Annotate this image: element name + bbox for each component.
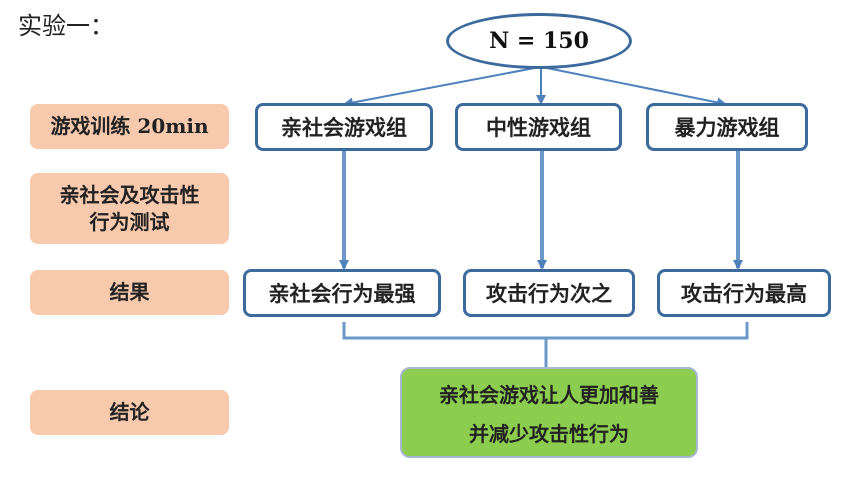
result-neutral: 攻击行为次之 — [463, 269, 635, 317]
result-prosocial: 亲社会行为最强 — [243, 269, 441, 317]
result-label: 攻击行为最高 — [681, 281, 807, 306]
group-label: 暴力游戏组 — [674, 115, 780, 140]
group-prosocial: 亲社会游戏组 — [255, 103, 433, 151]
row-label-text: 游戏训练 20min — [50, 114, 209, 138]
group-label: 中性游戏组 — [486, 115, 591, 140]
root-node: N = 150 — [446, 13, 632, 69]
conclusion-line: 并减少攻击性行为 — [469, 421, 629, 446]
results-bracket — [342, 322, 749, 340]
row-label-text: 结果 — [109, 280, 150, 304]
row-label-text: 行为测试 — [89, 209, 170, 234]
group-label: 亲社会游戏组 — [281, 115, 407, 140]
page-heading: 实验一： — [18, 12, 114, 40]
row-label-text: 亲社会及攻击性 — [59, 182, 200, 207]
conclusion-line: 亲社会游戏让人更加和善 — [439, 382, 659, 407]
arrow-root-to-violent — [541, 66, 727, 108]
row-label-result: 结果 — [30, 270, 229, 315]
conclusion-box: 亲社会游戏让人更加和善 并减少攻击性行为 — [400, 367, 698, 458]
row-label-text: 结论 — [109, 400, 150, 424]
arrow-root-to-prosocial — [343, 66, 541, 108]
result-violent: 攻击行为最高 — [657, 269, 831, 317]
group-neutral: 中性游戏组 — [455, 103, 622, 151]
result-label: 亲社会行为最强 — [268, 281, 416, 306]
group-violent: 暴力游戏组 — [646, 103, 808, 151]
result-label: 攻击行为次之 — [486, 281, 612, 306]
row-label-conclusion: 结论 — [30, 390, 229, 435]
row-label-test: 亲社会及攻击性 行为测试 — [30, 173, 229, 244]
root-label: N = 150 — [489, 28, 589, 54]
row-label-training: 游戏训练 20min — [30, 104, 229, 149]
